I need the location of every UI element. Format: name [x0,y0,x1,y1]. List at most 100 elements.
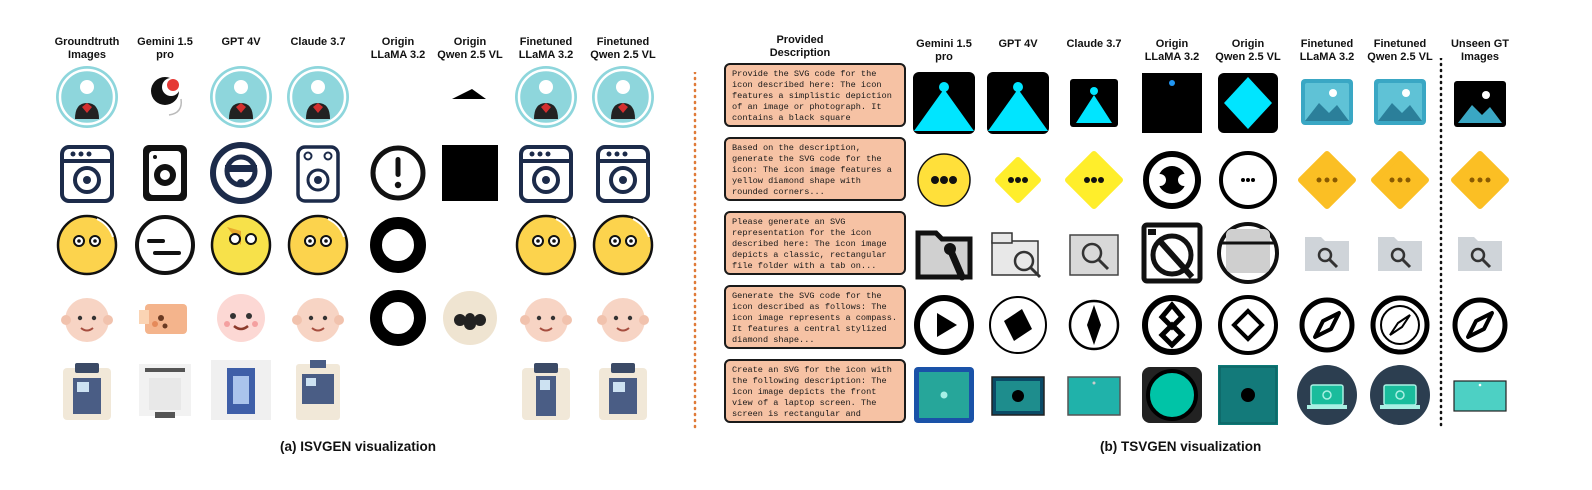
tsvgen-icon-r3-c7 [1446,291,1514,359]
isvgen-icon-r0-c7 [589,63,657,131]
tsvgen-icon-r3-c4 [1214,291,1282,359]
isvgen-icon-r4-c3 [284,356,352,424]
tsvgen-icon-r3-c5 [1293,291,1361,359]
tsvgen-icon-r0-c1 [984,69,1052,137]
isvgen-icon-r2-c7 [589,211,657,279]
isvgen-column-header-2: GPT 4V [221,36,261,48]
isvgen-icon-r2-c0 [53,211,121,279]
tsvgen-icon-r4-c5 [1293,361,1361,429]
isvgen-icon-r4-c1 [131,356,199,424]
tsvgen-icon-r0-c6 [1366,69,1434,137]
tsvgen-column-header-6: Finetuned Qwen 2.5 VL [1367,38,1433,63]
isvgen-column-header-1: Gemini 1.5 pro [137,36,193,61]
isvgen-icon-r3-c3 [284,284,352,352]
tsvgen-icon-r4-c0 [910,361,978,429]
isvgen-icon-r2-c6 [512,211,580,279]
tsvgen-column-header-3: Origin LLaMA 3.2 [1144,38,1200,63]
isvgen-column-header-0: Groundtruth Images [54,36,120,61]
tsvgen-icon-r1-c4 [1214,146,1282,214]
isvgen-column-header-5: Origin Qwen 2.5 VL [437,36,503,61]
description-box: Generate the SVG code for the icon descr… [724,285,906,349]
tsvgen-icon-r1-c5 [1293,146,1361,214]
isvgen-icon-r1-c1 [131,139,199,207]
tsvgen-column-header-2: Claude 3.7 [1066,38,1122,50]
tsvgen-icon-r4-c2 [1060,361,1128,429]
isvgen-icon-r1-c7 [589,139,657,207]
tsvgen-icon-r3-c6 [1366,291,1434,359]
tsvgen-icon-r3-c2 [1060,291,1128,359]
description-box: Based on the description, generate the S… [724,137,906,201]
isvgen-icon-r3-c5 [436,284,504,352]
isvgen-icon-r1-c3 [284,139,352,207]
tsvgen-icon-r0-c5 [1293,69,1361,137]
tsvgen-icon-r4-c1 [984,361,1052,429]
isvgen-icon-r1-c4 [364,139,432,207]
tsvgen-icon-r2-c1 [984,219,1052,287]
tsvgen-description-header: Provided Description [769,34,831,59]
isvgen-icon-r3-c2 [207,284,275,352]
tsvgen-icon-r4-c3 [1138,361,1206,429]
isvgen-icon-r0-c3 [284,63,352,131]
isvgen-icon-r0-c5 [436,63,504,131]
tsvgen-icon-r1-c1 [984,146,1052,214]
description-box: Provide the SVG code for the icon descri… [724,63,906,127]
tsvgen-icon-r1-c0 [910,146,978,214]
isvgen-column-header-4: Origin LLaMA 3.2 [370,36,426,61]
isvgen-icon-r4-c0 [53,356,121,424]
tsvgen-column-header-4: Origin Qwen 2.5 VL [1215,38,1281,63]
isvgen-icon-r3-c6 [512,284,580,352]
isvgen-icon-r1-c2 [207,139,275,207]
tsvgen-icon-r0-c0 [910,69,978,137]
tsvgen-column-header-1: GPT 4V [998,38,1038,50]
tsvgen-icon-r0-c2 [1060,69,1128,137]
tsvgen-icon-r0-c4 [1214,69,1282,137]
isvgen-icon-r3-c4 [364,284,432,352]
isvgen-icon-r2-c2 [207,211,275,279]
isvgen-icon-r2-c4 [364,211,432,279]
tsvgen-icon-r3-c1 [984,291,1052,359]
isvgen-icon-r1-c0 [53,139,121,207]
description-box: Create an SVG for the icon with the foll… [724,359,906,423]
tsvgen-icon-r2-c5 [1293,219,1361,287]
tsvgen-icon-r2-c0 [910,219,978,287]
tsvgen-icon-r4-c4 [1214,361,1282,429]
tsvgen-column-header-5: Finetuned LLaMA 3.2 [1299,38,1355,63]
tsvgen-icon-r4-c6 [1366,361,1434,429]
tsvgen-icon-r4-c7 [1446,361,1514,429]
tsvgen-icon-r2-c4 [1214,219,1282,287]
tsvgen-icon-r0-c3 [1138,69,1206,137]
tsvgen-caption: (b) TSVGEN visualization [1100,439,1262,454]
tsvgen-column-header-7: Unseen GT Images [1450,38,1510,63]
isvgen-icon-r3-c1 [131,284,199,352]
isvgen-icon-r4-c6 [512,356,580,424]
tsvgen-icon-r1-c2 [1060,146,1128,214]
tsvgen-icon-r2-c6 [1366,219,1434,287]
isvgen-icon-r4-c7 [589,356,657,424]
isvgen-icon-r0-c0 [53,63,121,131]
orange-dotted-separator [693,72,697,432]
tsvgen-icon-r1-c6 [1366,146,1434,214]
isvgen-icon-r2-c1 [131,211,199,279]
tsvgen-icon-r3-c0 [910,291,978,359]
tsvgen-icon-r2-c7 [1446,219,1514,287]
tsvgen-icon-r2-c3 [1138,219,1206,287]
isvgen-icon-r2-c3 [284,211,352,279]
description-box: Please generate an SVG representation fo… [724,211,906,275]
isvgen-icon-r3-c0 [53,284,121,352]
tsvgen-icon-r1-c3 [1138,146,1206,214]
isvgen-icon-r0-c1 [131,63,199,131]
isvgen-column-header-6: Finetuned LLaMA 3.2 [518,36,574,61]
isvgen-icon-r0-c2 [207,63,275,131]
isvgen-column-header-7: Finetuned Qwen 2.5 VL [590,36,656,61]
tsvgen-icon-r3-c3 [1138,291,1206,359]
isvgen-icon-r3-c7 [589,284,657,352]
isvgen-icon-r1-c6 [512,139,580,207]
isvgen-icon-r0-c6 [512,63,580,131]
tsvgen-column-header-0: Gemini 1.5 pro [916,38,972,63]
tsvgen-icon-r1-c7 [1446,146,1514,214]
isvgen-column-header-3: Claude 3.7 [290,36,346,48]
isvgen-icon-r1-c5 [436,139,504,207]
isvgen-caption: (a) ISVGEN visualization [280,439,437,454]
tsvgen-icon-r2-c2 [1060,219,1128,287]
black-dotted-separator [1439,58,1443,430]
